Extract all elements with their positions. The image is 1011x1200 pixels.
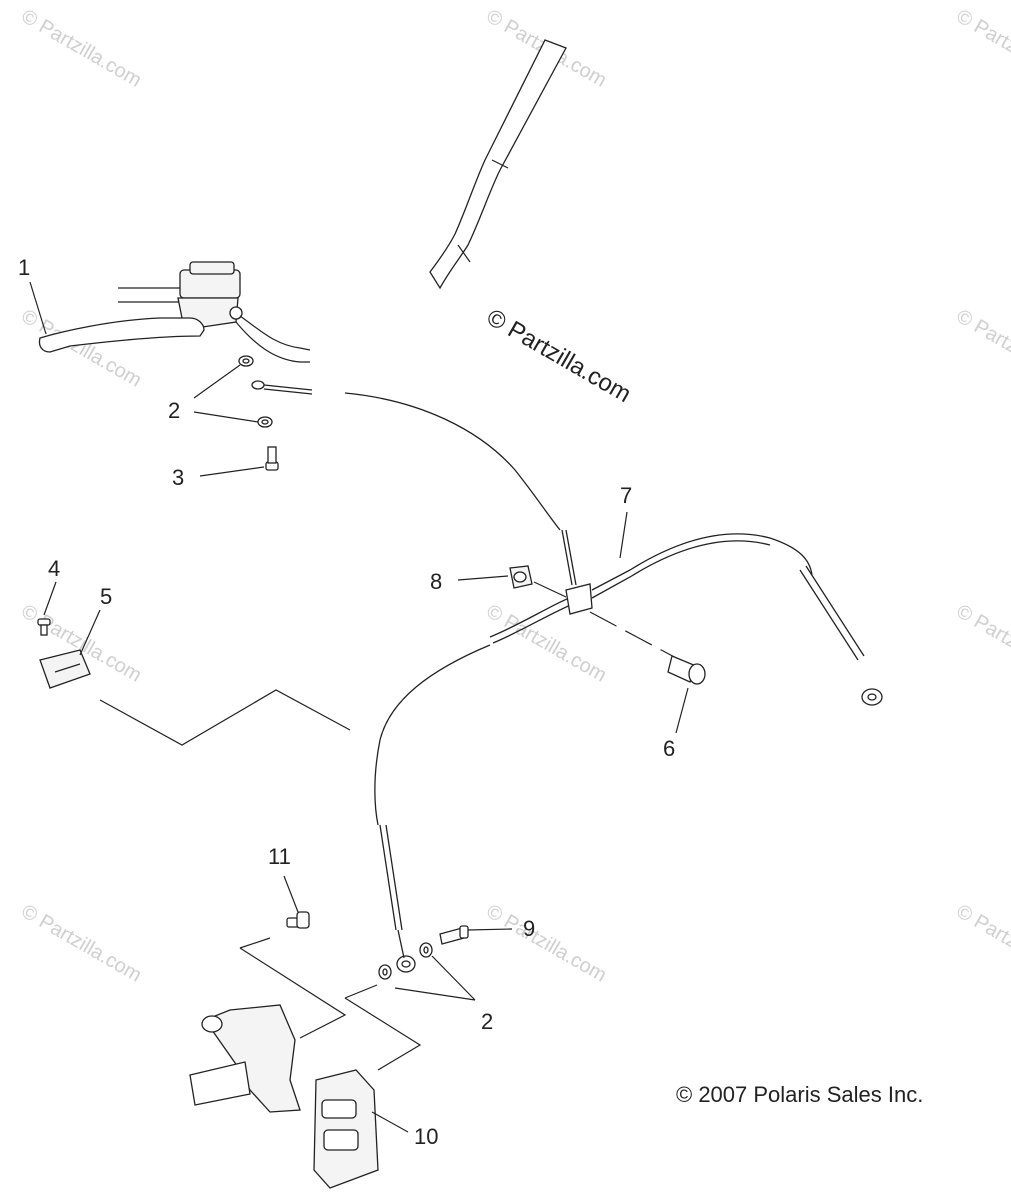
callout-1: 1: [18, 255, 30, 280]
callout-4: 4: [48, 556, 60, 581]
watermark: © Partzilla.com: [18, 900, 146, 986]
callout-labels: 1 2 3 4 5 6 7 8 9 2 10 11: [18, 255, 675, 1149]
watermark: © Partzilla.com: [18, 5, 146, 91]
brake-caliper-icon[interactable]: [313, 1069, 379, 1189]
watermark: © Partzilla.com: [18, 305, 146, 391]
watermark: © Partzilla.com: [953, 900, 1011, 986]
callout-leaders: [29, 281, 689, 1133]
copyright-notice: © 2007 Polaris Sales Inc.: [676, 1082, 923, 1107]
callout-10: 10: [414, 1124, 438, 1149]
bolt-icon: [667, 655, 706, 685]
watermark: © Partzilla.com: [953, 600, 1011, 686]
callout-6: 6: [663, 736, 675, 761]
watermark: © Partzilla.com: [953, 5, 1011, 91]
callout-2: 2: [481, 1009, 493, 1034]
crush-washer-icon: [378, 964, 392, 980]
screw-icon: [37, 618, 51, 636]
master-cylinder-lever-icon[interactable]: [38, 261, 311, 363]
watermark: © Partzilla.com: [483, 900, 611, 986]
banjo-bolt-icon: [439, 925, 469, 945]
handlebar-icon: [429, 39, 567, 290]
leader-line: [533, 581, 567, 598]
callout-11: 11: [268, 844, 291, 869]
crush-washer-icon: [257, 416, 273, 428]
callout-2: 2: [168, 398, 180, 423]
steering-knuckle-icon: [189, 937, 422, 1113]
watermark: © Partzilla.com: [483, 600, 611, 686]
clip-icon: [39, 649, 91, 689]
callout-5: 5: [100, 584, 112, 609]
watermark-main: © Partzilla.com: [482, 304, 636, 408]
brake-line-upper-icon: [251, 380, 577, 586]
leader-line: [589, 611, 681, 661]
callout-7: 7: [620, 483, 632, 508]
brake-line-lower-icon: [379, 824, 416, 973]
callout-3: 3: [172, 465, 184, 490]
banjo-bolt-icon: [265, 446, 279, 471]
brake-line-junction-icon: [374, 533, 883, 826]
callout-8: 8: [430, 569, 442, 594]
watermark: © Partzilla.com: [953, 305, 1011, 391]
bolt-icon: [286, 911, 310, 929]
crush-washer-icon: [238, 355, 254, 367]
crush-washer-icon: [419, 942, 433, 958]
nut-icon: [509, 565, 533, 589]
callout-9: 9: [523, 916, 535, 941]
reference-line: [99, 689, 351, 746]
watermark-layer: © Partzilla.com © Partzilla.com © Partzi…: [18, 5, 1011, 986]
